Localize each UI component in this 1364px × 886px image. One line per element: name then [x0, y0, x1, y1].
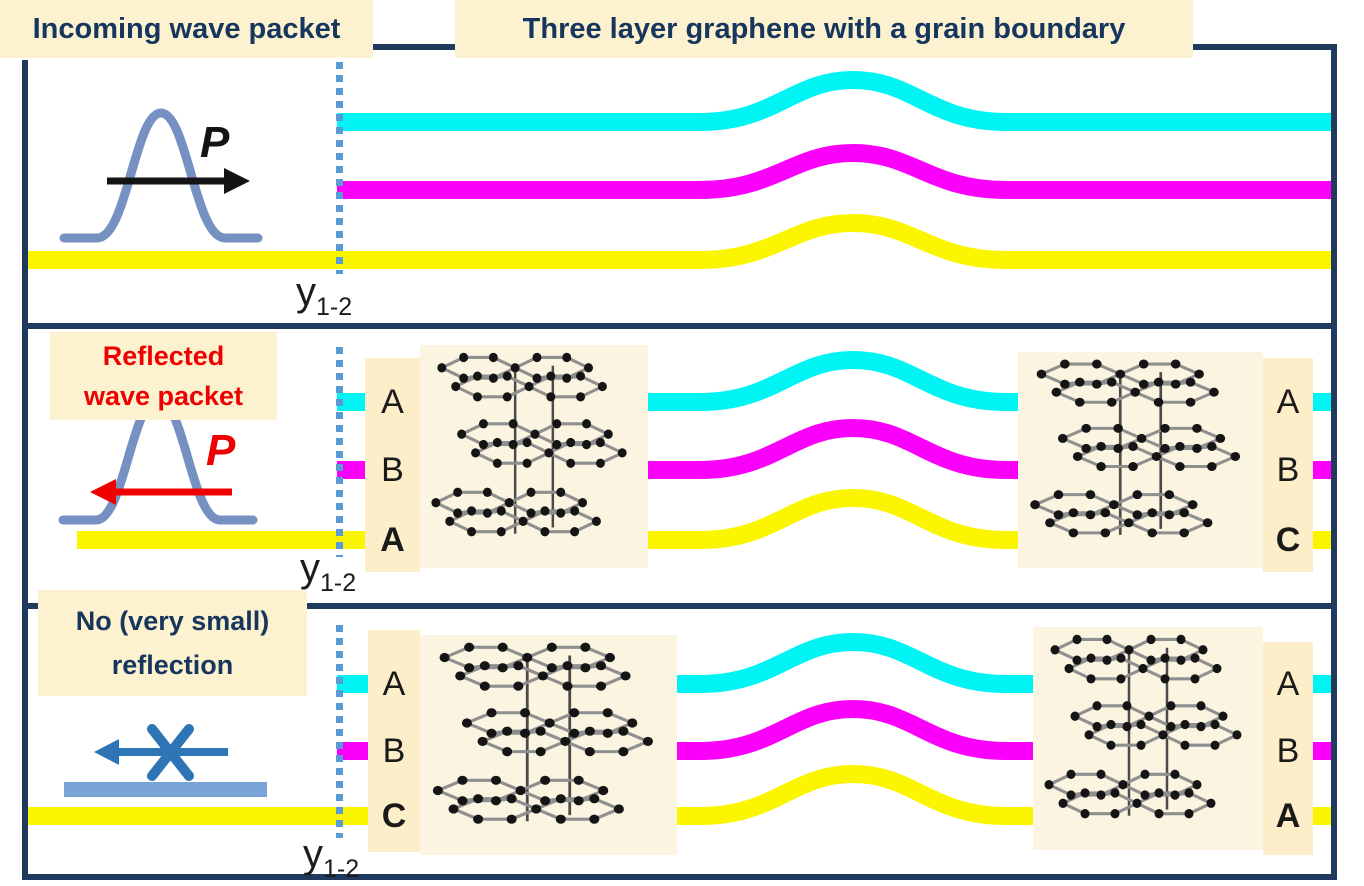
boundary-dotted-line-middle — [336, 347, 343, 557]
bottom-panel-bands — [22, 632, 1331, 825]
boundary-dotted-line-top — [336, 62, 343, 274]
boundary-dotted-line-bottom — [336, 625, 343, 838]
figure-title: Three layer graphene with a grain bounda… — [455, 0, 1193, 58]
layer-label: A — [380, 521, 405, 559]
boundary-position-label-bottom: y1-2 — [303, 832, 360, 883]
incoming-wave-packet-icon — [59, 108, 263, 243]
no-reflection-icon — [64, 724, 267, 797]
layer-label: A — [1276, 383, 1300, 421]
incoming-wave-packet-label: Incoming wave packet — [0, 0, 373, 58]
layer-label: B — [382, 732, 406, 770]
border-bottom — [22, 874, 1337, 880]
stack-labels-bottom-left: A B C — [368, 630, 420, 852]
momentum-label-incoming: P — [200, 118, 230, 167]
graphene-stack-image-middle-right — [1018, 352, 1263, 568]
layer-label: A — [381, 383, 404, 421]
layer-label: A — [382, 665, 406, 703]
graphene-stack-image-bottom-left — [420, 635, 677, 855]
reflected-wave-packet-label: Reflected wave packet — [50, 332, 277, 420]
layer-label: A — [1275, 797, 1301, 835]
layer-label: B — [1276, 451, 1300, 489]
momentum-label-reflected: P — [206, 426, 236, 475]
stack-labels-middle-right: A B C — [1263, 358, 1313, 572]
graphene-stack-image-middle-left — [420, 345, 648, 568]
layer-label: C — [381, 797, 407, 835]
layer-label: B — [1276, 732, 1300, 770]
stack-labels-middle-left: A B A — [365, 358, 420, 572]
graphene-stack-image-bottom-right — [1033, 627, 1263, 850]
layer-label: A — [1276, 665, 1300, 703]
divider-middle-bottom — [22, 603, 1337, 609]
boundary-position-label-middle: y1-2 — [300, 546, 357, 597]
top-panel-bands — [22, 70, 1331, 269]
border-right — [1331, 44, 1337, 880]
stack-labels-bottom-right: A B A — [1263, 642, 1313, 855]
layer-label: C — [1275, 521, 1301, 559]
border-left — [22, 60, 28, 880]
middle-panel-bands — [77, 350, 1331, 549]
no-reflection-label: No (very small) reflection — [38, 590, 307, 696]
layer-label: B — [381, 451, 404, 489]
divider-top-middle — [22, 323, 1337, 329]
boundary-position-label-top: y1-2 — [296, 270, 353, 321]
